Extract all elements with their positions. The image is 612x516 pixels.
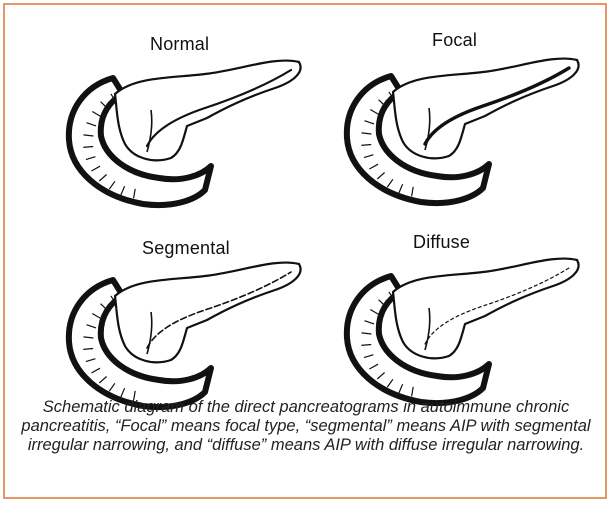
duodenum-fold xyxy=(92,112,101,117)
duodenum-fold xyxy=(412,387,414,396)
pancreas-outline xyxy=(115,61,301,161)
duodenum-fold xyxy=(369,364,378,369)
duodenum-fold xyxy=(364,155,374,158)
duodenum-fold xyxy=(109,383,115,391)
duodenum-fold xyxy=(87,325,97,328)
pancreas-drawing-focal xyxy=(333,46,583,216)
duodenum-fold xyxy=(134,189,136,198)
pancreas-outline xyxy=(115,263,301,363)
duodenum-fold xyxy=(87,123,97,126)
duodenum-fold xyxy=(361,145,371,146)
duodenum-fold xyxy=(91,368,100,373)
pancreas-drawing-diffuse xyxy=(333,246,583,416)
duodenum-fold xyxy=(109,181,115,189)
duodenum-fold xyxy=(365,121,375,124)
duodenum-fold xyxy=(362,333,372,334)
duodenum-fold xyxy=(99,377,106,384)
duodenum-fold xyxy=(83,349,93,350)
duodenum-fold xyxy=(399,184,403,193)
duodenum-fold xyxy=(399,384,403,393)
duodenum-fold xyxy=(83,147,93,148)
pancreas-outline xyxy=(393,59,579,159)
duodenum-fold xyxy=(86,157,96,160)
duodenum-fold xyxy=(91,166,100,171)
duodenum-fold xyxy=(99,175,106,182)
figure-caption: Schematic diagram of the direct pancreat… xyxy=(14,398,598,455)
duodenum-fold xyxy=(370,310,379,315)
duodenum-fold xyxy=(121,186,125,195)
duodenum-fold xyxy=(387,379,393,387)
duodenum-fold xyxy=(362,133,372,134)
duodenum-fold xyxy=(86,359,96,362)
duodenum-fold xyxy=(365,321,375,324)
duodenum-fold xyxy=(84,135,94,136)
duodenum-fold xyxy=(361,345,371,346)
duodenum-fold xyxy=(370,110,379,115)
pancreas-drawing-segmental xyxy=(55,250,305,420)
pancreas-drawing-normal xyxy=(55,48,305,218)
duodenum-fold xyxy=(121,388,125,397)
duodenum-fold xyxy=(377,373,384,380)
duodenum-fold xyxy=(387,179,393,187)
duodenum-fold xyxy=(92,314,101,319)
duodenum-fold xyxy=(377,173,384,180)
duodenum-fold xyxy=(412,187,414,196)
duodenum-fold xyxy=(364,355,374,358)
duodenum-fold xyxy=(369,164,378,169)
pancreas-outline xyxy=(393,259,579,359)
duodenum-fold xyxy=(84,337,94,338)
